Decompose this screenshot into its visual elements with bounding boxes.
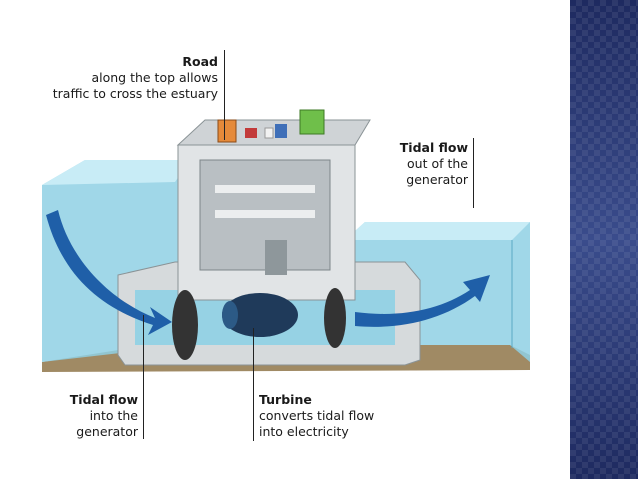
vehicle-red xyxy=(245,128,257,138)
tidal-out-desc-line1: out of the xyxy=(407,156,468,171)
turbine-desc-line2: into electricity xyxy=(259,424,349,439)
turbine-leader-line xyxy=(253,328,254,441)
road-desc-line1: along the top allows xyxy=(91,70,218,85)
road-desc-line2: traffic to cross the estuary xyxy=(52,86,218,101)
decorative-sidebar xyxy=(570,0,638,479)
turbine-hub xyxy=(222,301,238,329)
right-tunnel-opening xyxy=(324,288,346,348)
turbine-body xyxy=(222,293,298,337)
road-label: Road along the top allows traffic to cro… xyxy=(22,54,218,102)
barrage-illustration xyxy=(42,109,530,372)
tidal-out-label: Tidal flow out of the generator xyxy=(380,140,468,188)
tidal-in-desc-line1: into the xyxy=(89,408,138,423)
tidal-in-arrow xyxy=(46,210,172,335)
tidal-out-arrow xyxy=(355,275,490,327)
turbine-desc-line1: converts tidal flow xyxy=(259,408,375,423)
building-top xyxy=(176,119,371,146)
vehicle-blue xyxy=(275,124,287,138)
road-leader-line xyxy=(224,50,225,140)
interior-post xyxy=(265,240,287,275)
right-water-surface xyxy=(345,222,530,240)
tidal-in-label: Tidal flow into the generator xyxy=(50,392,138,440)
left-water-surface xyxy=(42,160,190,185)
vehicle-white xyxy=(264,127,274,139)
interior-beam-2 xyxy=(215,210,315,218)
tidal-out-desc-line2: generator xyxy=(406,172,468,187)
tidal-in-desc-line2: generator xyxy=(76,424,138,439)
tidal-in-title: Tidal flow xyxy=(69,392,138,407)
tidal-out-title: Tidal flow xyxy=(399,140,468,155)
turbine-title: Turbine xyxy=(259,392,312,407)
vehicle-green xyxy=(299,109,325,135)
tidal-in-leader-line xyxy=(143,315,144,439)
left-tunnel-opening xyxy=(172,290,198,360)
road-title: Road xyxy=(182,54,218,69)
interior-beam-1 xyxy=(215,185,315,193)
tidal-out-leader-line xyxy=(473,138,474,208)
vehicle-orange xyxy=(217,119,237,143)
turbine-label: Turbine converts tidal flow into electri… xyxy=(259,392,374,440)
